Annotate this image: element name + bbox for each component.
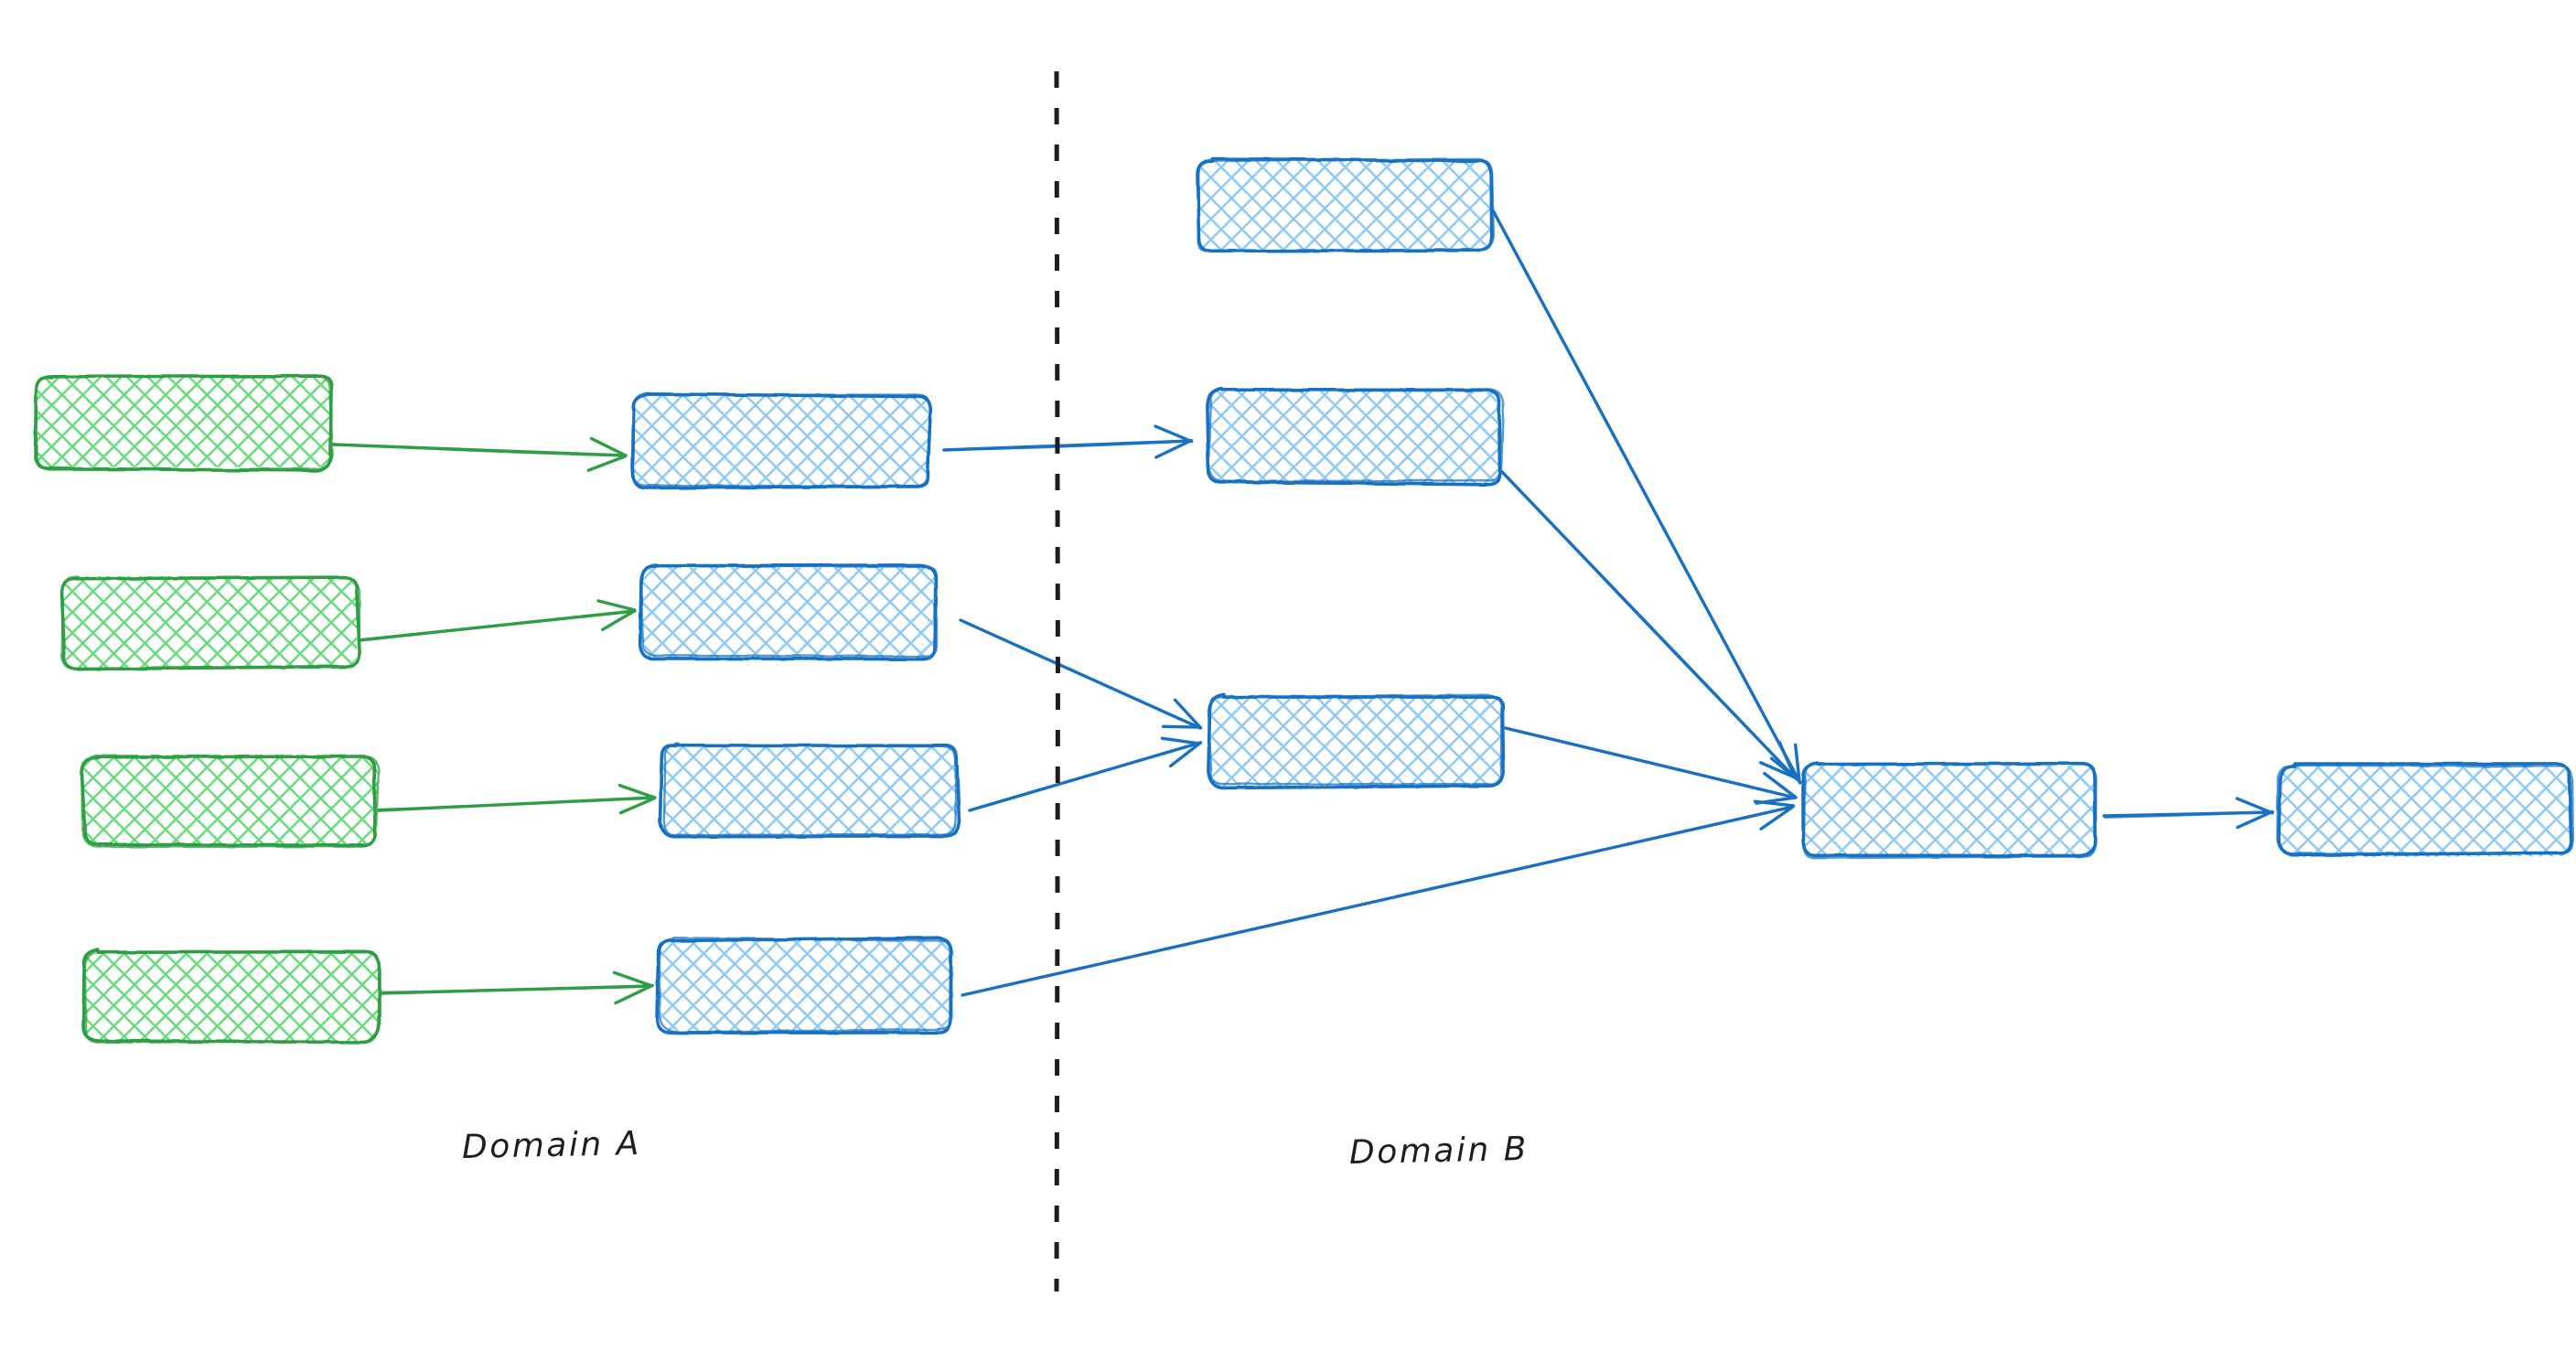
node-a4[interactable] bbox=[81, 948, 381, 1045]
edge-e-c3-d1 bbox=[1504, 726, 1798, 805]
edge-arrowhead bbox=[1763, 771, 1798, 799]
node-outline bbox=[1205, 387, 1502, 487]
edge-e-c2-d1 bbox=[1500, 469, 1797, 779]
node-outline bbox=[1207, 388, 1505, 483]
node-c3[interactable] bbox=[1207, 692, 1506, 790]
edge-arrowhead bbox=[1168, 741, 1203, 768]
node-outline bbox=[80, 755, 381, 849]
edge-arrowhead bbox=[1793, 743, 1801, 784]
edge-shaft bbox=[377, 985, 652, 993]
edge-e-d1-e1 bbox=[2102, 797, 2275, 830]
node-outline bbox=[658, 743, 961, 839]
node-outline bbox=[662, 742, 957, 837]
edge-arrowhead bbox=[1759, 761, 1797, 779]
edge-arrowhead bbox=[1154, 424, 1194, 444]
node-outline bbox=[1207, 693, 1503, 786]
edge-arrowhead bbox=[618, 797, 656, 815]
node-fill bbox=[662, 744, 958, 837]
edge-arrowhead bbox=[612, 970, 653, 988]
node-fill bbox=[633, 393, 928, 488]
divider-layer bbox=[1054, 70, 1061, 1292]
node-outline bbox=[1802, 762, 2098, 860]
edge-e-a4-b4 bbox=[377, 970, 654, 1005]
node-b3[interactable] bbox=[658, 742, 961, 839]
edge-arrowhead bbox=[586, 455, 627, 472]
domain-divider-line bbox=[1054, 70, 1061, 1292]
node-fill bbox=[84, 950, 379, 1044]
edge-e-a2-b2 bbox=[357, 599, 637, 642]
node-outline bbox=[60, 575, 361, 670]
node-outline bbox=[639, 563, 939, 658]
edge-e-b4-d1 bbox=[961, 799, 1796, 997]
node-outline bbox=[83, 949, 380, 1044]
edge-shaft bbox=[2104, 810, 2275, 819]
edge-e-c1-d1 bbox=[1491, 209, 1802, 785]
node-fill bbox=[2279, 764, 2573, 858]
edge-arrowhead bbox=[1777, 741, 1797, 779]
edge-arrowhead bbox=[1753, 799, 1796, 808]
edge-shaft bbox=[962, 805, 1794, 996]
node-outline bbox=[35, 374, 334, 472]
edge-arrowhead bbox=[1154, 438, 1193, 459]
node-d1[interactable] bbox=[1801, 761, 2098, 860]
node-b2[interactable] bbox=[638, 563, 939, 661]
node-b4[interactable] bbox=[655, 936, 954, 1035]
edge-shaft bbox=[1493, 210, 1802, 785]
node-fill bbox=[659, 939, 954, 1033]
node-outline bbox=[2276, 764, 2575, 855]
edge-shaft bbox=[1505, 727, 1797, 799]
node-fill bbox=[1208, 694, 1504, 787]
node-fill bbox=[81, 754, 379, 848]
edge-shaft bbox=[358, 610, 637, 642]
node-a3[interactable] bbox=[80, 754, 381, 849]
edge-arrowhead bbox=[589, 436, 627, 457]
edge-arrowhead bbox=[617, 783, 657, 799]
edge-e-a3-b3 bbox=[377, 783, 657, 815]
node-fill bbox=[61, 575, 358, 669]
node-fill bbox=[1207, 391, 1501, 484]
node-c1[interactable] bbox=[1196, 156, 1496, 253]
node-fill bbox=[642, 567, 938, 660]
edge-shaft bbox=[960, 619, 1203, 729]
edge-shaft bbox=[969, 741, 1201, 812]
edge-arrowhead bbox=[1161, 724, 1202, 729]
edge-shaft bbox=[377, 796, 656, 810]
node-fill bbox=[1803, 765, 2098, 858]
node-outline bbox=[1197, 157, 1496, 252]
node-c2[interactable] bbox=[1205, 387, 1505, 487]
edge-arrowhead bbox=[601, 609, 637, 632]
node-fill bbox=[1197, 158, 1491, 252]
edge-e-b3-c3 bbox=[968, 736, 1203, 812]
edge-arrowhead bbox=[1173, 698, 1203, 730]
edge-shaft bbox=[1501, 469, 1797, 778]
edges-layer bbox=[331, 209, 2275, 1005]
node-outline bbox=[632, 391, 932, 488]
edge-e-b2-c3 bbox=[959, 618, 1203, 730]
domain-b-label: Domain B bbox=[1348, 1130, 1530, 1173]
edge-shaft bbox=[944, 440, 1193, 451]
edge-e-b1-c2 bbox=[942, 424, 1194, 459]
edge-e-a1-b1 bbox=[331, 436, 628, 472]
edge-arrowhead bbox=[2236, 809, 2274, 830]
node-b1[interactable] bbox=[630, 391, 933, 490]
edge-arrowhead bbox=[2235, 797, 2274, 815]
node-outline bbox=[658, 937, 953, 1034]
node-e1[interactable] bbox=[2276, 762, 2575, 858]
nodes-layer bbox=[33, 156, 2575, 1045]
edge-arrowhead bbox=[1160, 736, 1201, 745]
node-a2[interactable] bbox=[59, 575, 361, 671]
edge-arrowhead bbox=[596, 599, 637, 612]
edge-arrowhead bbox=[1759, 805, 1795, 831]
domain-a-label: Domain A bbox=[461, 1124, 642, 1167]
edge-arrowhead bbox=[614, 983, 654, 1005]
node-fill bbox=[36, 375, 333, 467]
node-a1[interactable] bbox=[33, 374, 334, 473]
edge-shaft bbox=[333, 443, 627, 457]
